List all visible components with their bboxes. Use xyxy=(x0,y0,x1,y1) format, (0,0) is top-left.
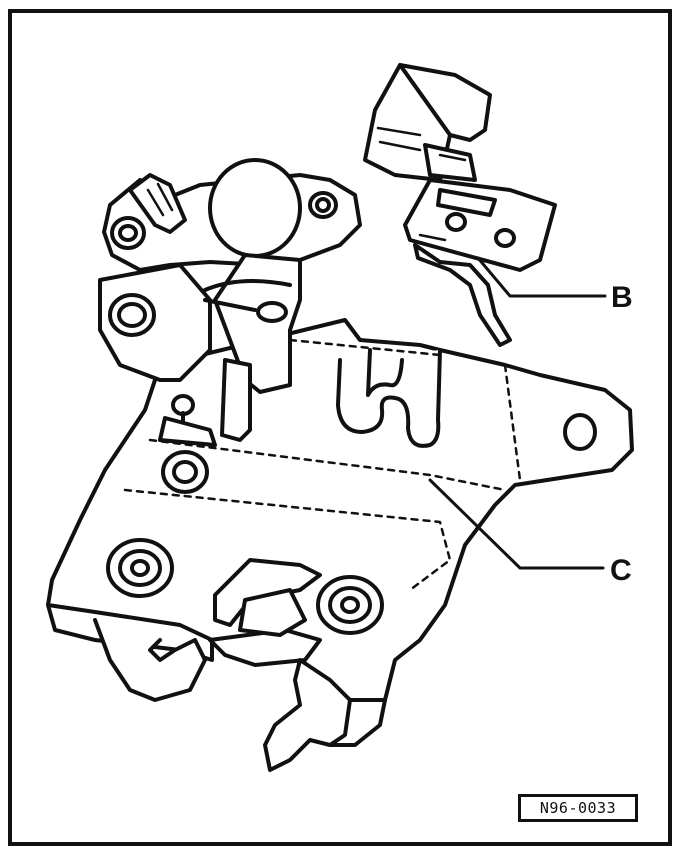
switch xyxy=(363,63,557,347)
leader-line-c xyxy=(428,478,605,570)
lever-assembly xyxy=(98,158,362,447)
callout-c: C xyxy=(610,554,632,587)
lock-plate xyxy=(46,318,634,702)
leader-line-b xyxy=(476,256,607,298)
callout-b: B xyxy=(611,281,633,314)
latch-catch xyxy=(93,588,387,772)
reference-code: N96-0033 xyxy=(518,794,638,822)
